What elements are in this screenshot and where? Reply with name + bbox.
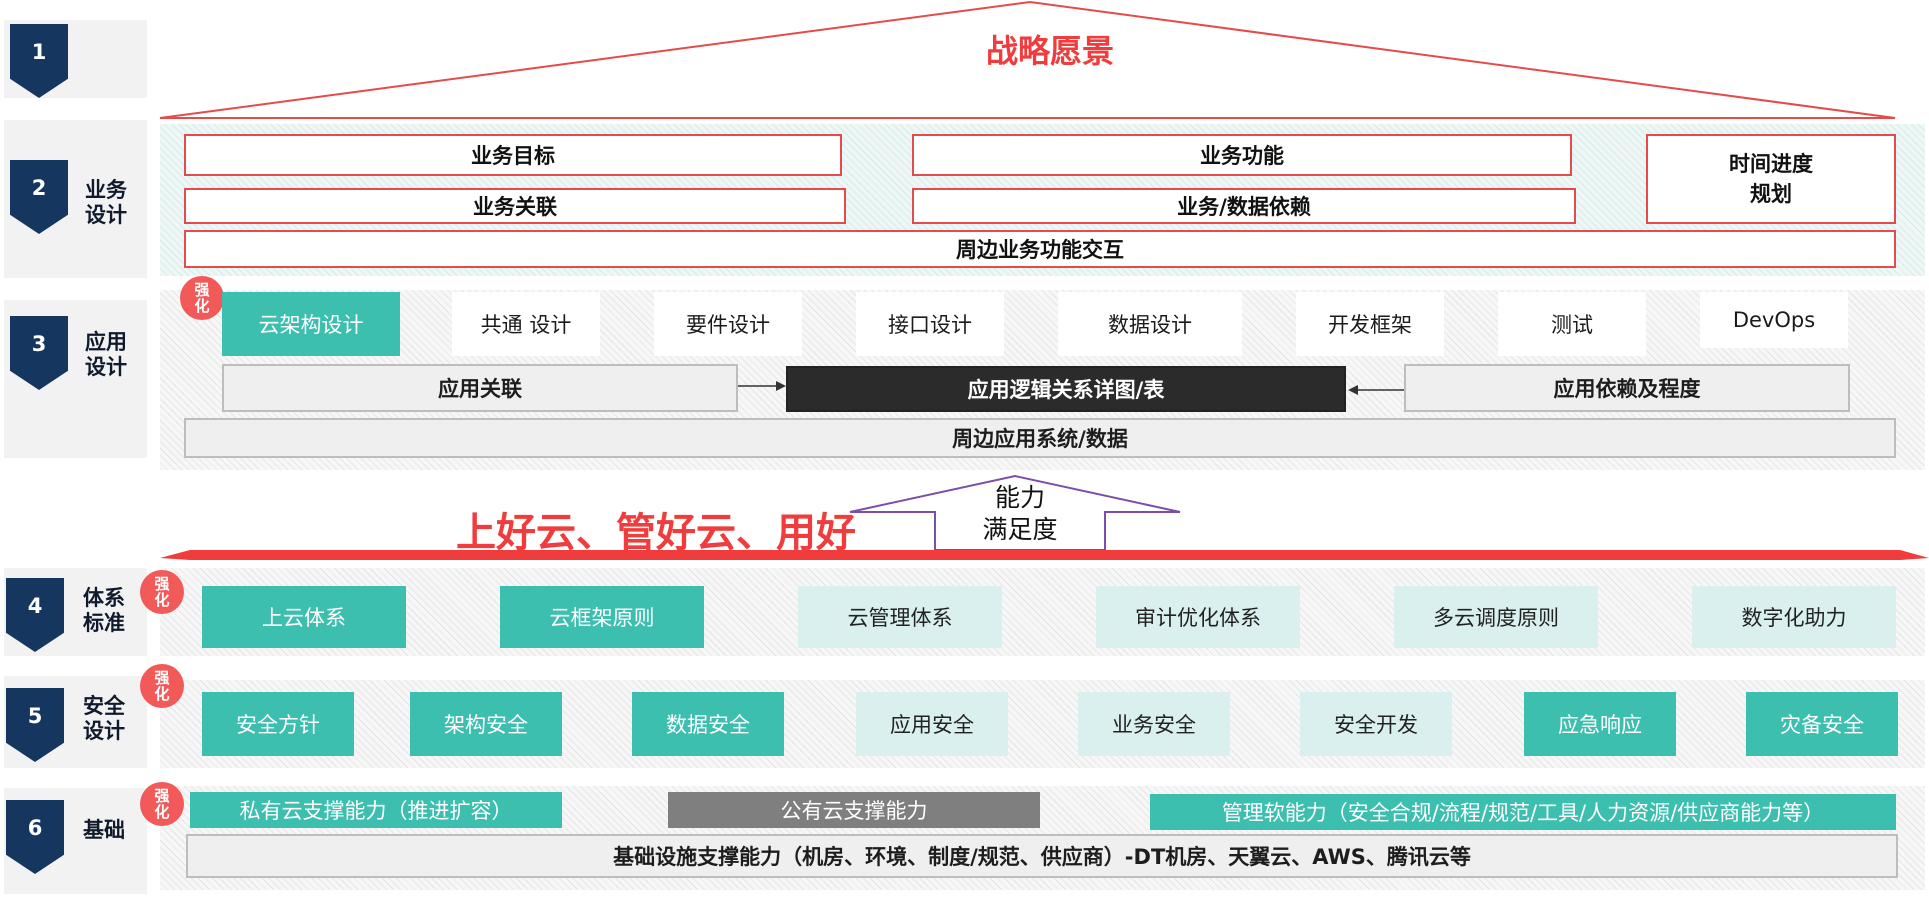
layer-3-label: 应用 设计 (85, 330, 127, 379)
vision-title: 战略愿景 (985, 32, 1114, 70)
security-business: 业务安全 (1078, 692, 1230, 756)
security-architecture: 架构安全 (410, 692, 562, 756)
app-relation-box: 应用关联 (222, 364, 738, 412)
public-cloud-capability: 公有云支撑能力 (668, 792, 1040, 828)
layer-2-label: 业务 设计 (85, 178, 127, 227)
layer-4-label: 体系 标准 (83, 586, 125, 635)
app-item-cloud-architecture: 云架构设计 (222, 292, 400, 356)
security-application: 应用安全 (856, 692, 1008, 756)
capability-label: 能力 满足度 (982, 483, 1058, 544)
security-disaster-recovery: 灾备安全 (1746, 692, 1898, 756)
security-policy: 安全方针 (202, 692, 354, 756)
app-item-interface-design: 接口设计 (856, 292, 1004, 356)
reinforce-badge-standards: 强 化 (140, 570, 184, 614)
reinforce-badge-app: 强 化 (180, 276, 224, 320)
layer-6-label: 基础 (83, 818, 125, 842)
standard-cloud-adoption: 上云体系 (202, 586, 406, 648)
business-relation-box: 业务关联 (184, 188, 846, 224)
schedule-planning-box: 时间进度 规划 (1646, 134, 1896, 224)
app-item-devops: DevOps (1700, 292, 1848, 348)
roof-triangle (159, 0, 1896, 119)
reinforce-badge-foundation: 强 化 (140, 782, 184, 826)
security-emergency-response: 应急响应 (1524, 692, 1676, 756)
slogan-text: 上好云、管好云、用好 (456, 510, 856, 556)
security-development: 安全开发 (1300, 692, 1452, 756)
business-goal-box: 业务目标 (184, 134, 842, 176)
standards-panel (160, 568, 1925, 656)
app-dependency-box: 应用依赖及程度 (1404, 364, 1850, 412)
app-item-dev-framework: 开发框架 (1296, 292, 1444, 356)
app-item-testing: 测试 (1498, 292, 1646, 356)
management-soft-capability: 管理软能力（安全合规/流程/规范/工具/人力资源/供应商能力等） (1150, 794, 1896, 830)
business-function-box: 业务功能 (912, 134, 1572, 176)
capability-up-arrow-icon (849, 474, 1181, 551)
standard-cloud-management: 云管理体系 (798, 586, 1002, 648)
app-item-common-design: 共通 设计 (452, 292, 600, 356)
standard-multicloud-scheduling: 多云调度原则 (1394, 586, 1598, 648)
infrastructure-capability: 基础设施支撑能力（机房、环境、制度/规范、供应商）-DT机房、天翼云、AWS、腾… (186, 834, 1898, 878)
arrow-right-icon (738, 381, 786, 391)
peripheral-app-system-box: 周边应用系统/数据 (184, 418, 1896, 458)
slogan-underline-bar (160, 550, 1929, 560)
standard-audit-optimization: 审计优化体系 (1096, 586, 1300, 648)
standard-digital-enablement: 数字化助力 (1692, 586, 1896, 648)
arrow-left-icon (1348, 385, 1404, 395)
security-data: 数据安全 (632, 692, 784, 756)
private-cloud-capability: 私有云支撑能力（推进扩容） (190, 792, 562, 828)
app-item-data-design: 数据设计 (1058, 292, 1242, 356)
reinforce-badge-security: 强 化 (140, 664, 184, 708)
layer-5-label: 安全 设计 (83, 694, 125, 743)
app-logic-detail-box: 应用逻辑关系详图/表 (786, 366, 1346, 412)
standard-cloud-framework: 云框架原则 (500, 586, 704, 648)
app-item-requirements-design: 要件设计 (654, 292, 802, 356)
peripheral-business-interaction-box: 周边业务功能交互 (184, 230, 1896, 268)
business-data-dependency-box: 业务/数据依赖 (912, 188, 1576, 224)
